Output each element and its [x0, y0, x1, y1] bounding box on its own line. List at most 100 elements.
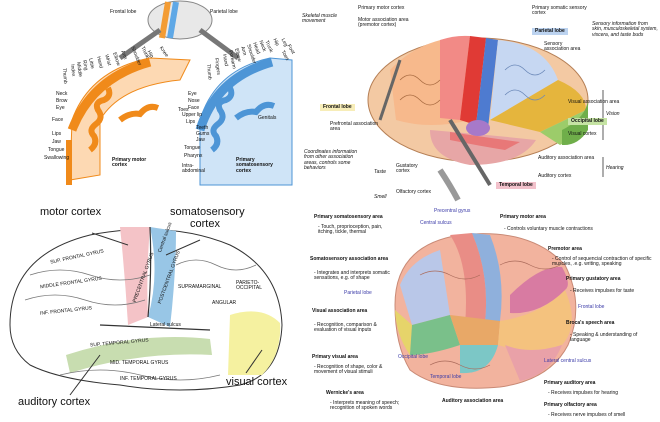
gyrus-parieto-occipital: PARIETO-OCCIPITAL	[236, 280, 263, 292]
psa-desc: - Touch, proprioception, pain, itching, …	[318, 224, 383, 236]
occipital-lobe-box: Occipital lobe	[568, 118, 607, 126]
pva-desc: - Recognition of shape, color & movement…	[314, 364, 383, 376]
olfactory-desc: - Receives nerve impulses of smell	[548, 412, 626, 418]
gustatory-label: Gustatory cortex	[396, 163, 418, 175]
pma-title: Primary motor area	[500, 214, 546, 220]
motor-part-brow: Brow	[56, 98, 68, 104]
coordinates-label: Coordinates information from other assoc…	[304, 149, 358, 171]
prefrontal-label: Prefrontal association area	[330, 121, 379, 133]
visual-assoc-label: Visual association area	[568, 99, 620, 105]
primary-motor-label: Primary motor cortex	[358, 5, 405, 11]
lateral-sulcus-label-f: Lateral central sulcus	[544, 358, 592, 364]
functional-drawing	[394, 233, 577, 389]
visual-cortex-label-gyri: visual cortex	[226, 376, 288, 388]
auditory-cortex-label: Auditory cortex	[538, 173, 572, 179]
frontal-lobe-label: Frontal lobe	[110, 9, 137, 15]
olfactory-label: Olfactory cortex	[396, 189, 432, 195]
pma-desc: - Controls voluntary muscle contractions	[504, 226, 593, 232]
gyrus-mid-temporal: MID. TEMPORAL GYRUS	[110, 360, 169, 366]
ssa-desc: - Integrates and interprets somatic sens…	[314, 270, 390, 282]
sensory-part-nose: Nose	[188, 98, 200, 104]
motor-part-face: Face	[52, 117, 64, 123]
sensory-part-lips: Lips	[186, 119, 196, 125]
gyri-panel: motor cortex somatosensory cortex visual…	[0, 205, 300, 422]
sensory-assoc-label: Sensory association area	[544, 41, 581, 53]
gyrus-inf-temporal: INF. TEMPORAL GYRUS	[120, 376, 177, 382]
motor-part-jaw: Jaw	[52, 139, 61, 145]
lateral-brain-drawing	[367, 35, 604, 202]
vision-label: Vision	[606, 111, 620, 117]
lateral-sulcus-label: Lateral sulcus	[150, 322, 181, 328]
paa-title: Primary auditory area	[544, 380, 596, 386]
homunculus-panel: Frontal lobe Parietal lobe Hip Trunk Sho…	[0, 0, 300, 200]
lateral-brain-panel: Primary motor cortex Motor association a…	[300, 0, 660, 205]
frontal-lobe-box: Frontal lobe	[320, 104, 355, 112]
sensory-part-fingers: Fingers	[213, 57, 222, 76]
auditory-cortex-label-gyri: auditory cortex	[18, 396, 91, 408]
occipital-label-f: Occipital lobe	[398, 354, 429, 360]
sensory-part-face: Face	[188, 105, 200, 111]
motor-part-thumb: Thumb	[61, 67, 69, 84]
primary-somatic-label: Primary somatic sensory cortex	[532, 5, 587, 17]
sensory-part-tongue: Tongue	[184, 145, 201, 151]
central-sulcus-label-f: Central sulcus	[420, 220, 452, 226]
sensory-part-intra-abdominal: Intra-abdominal	[182, 163, 206, 175]
auditory-assoc-label-f: Auditory association area	[442, 398, 504, 404]
parietal-label-f: Parietal lobe	[344, 290, 372, 296]
wernicke-desc: - Interprets meaning of speech; recognit…	[330, 400, 400, 412]
sensory-part-teeth: Teeth	[196, 125, 209, 131]
pva-title: Primary visual area	[312, 354, 358, 360]
sensory-part-gums: Gums	[196, 131, 210, 137]
parietal-lobe-label: Parietal lobe	[210, 9, 238, 15]
auditory-assoc-label: Auditory association area	[538, 155, 595, 161]
motor-cortex-label: motor cortex	[40, 206, 102, 218]
paa-desc: - Receives impulses for hearing	[548, 390, 619, 396]
psa-title: Primary somatosensory area	[314, 214, 383, 220]
sensory-part-jaw: Jaw	[196, 137, 205, 143]
gyrus-supramarginal: SUPRAMARGINAL	[178, 284, 222, 290]
sensory-part-pharynx: Pharynx	[184, 153, 203, 159]
premotor-title: Premotor area	[548, 246, 582, 252]
visual-cortex-label: Visual cortex	[568, 131, 597, 137]
functional-panel: Primary somatosensory area - Touch, prop…	[300, 205, 660, 422]
somatosensory-cortex-label: somatosensory cortex	[170, 206, 245, 230]
precentral-label: Precentral gyrus	[434, 208, 471, 214]
smell-label: Smell	[374, 194, 387, 200]
parietal-lobe-box: Parietal lobe	[532, 28, 568, 36]
vaa-desc: - Recognition, comparison & evaluation o…	[314, 322, 377, 334]
ssa-title: Somatosensory association area	[310, 256, 389, 262]
broca-title: Broca's speech area	[566, 320, 615, 326]
homunculus-drawing	[66, 0, 293, 186]
skeletal-label: Skeletal muscle movement	[302, 13, 338, 25]
gustatory-title: Primary gustatory area	[566, 276, 621, 282]
gyri-drawing	[9, 226, 283, 396]
motor-part-neck: Neck	[56, 91, 68, 97]
sensory-info-label: Sensory information from skin, musculosk…	[592, 21, 658, 38]
olfactory-title: Primary olfactory area	[544, 402, 597, 408]
temporal-label-f: Temporal lobe	[430, 374, 462, 380]
taste-label: Taste	[374, 169, 387, 175]
vaa-title: Visual association area	[312, 308, 368, 314]
broca-desc: - Speaking & understanding of language	[570, 332, 638, 344]
wernicke-title: Wernicke's area	[326, 390, 364, 396]
motor-part-eye: Eye	[56, 105, 65, 111]
gyrus-angular: ANGULAR	[212, 300, 237, 306]
premotor-desc: - Control of sequencial contraction of s…	[552, 256, 652, 268]
motor-part-index: Index	[69, 63, 77, 77]
sensory-part-upper-lip: Upper lip	[182, 112, 203, 118]
sensory-caption: Primary somatosensory cortex	[236, 157, 273, 174]
temporal-lobe-box: Temporal lobe	[496, 182, 536, 190]
sensory-part-eye: Eye	[188, 91, 197, 97]
hearing-label: Hearing	[606, 165, 624, 171]
gustatory-desc: - Receives impulses for taste	[570, 288, 635, 294]
motor-part-toes: Toes	[178, 107, 189, 113]
motor-part-tongue: Tongue	[48, 147, 65, 153]
sensory-part-genitals: Genitals	[258, 115, 277, 121]
motor-part-swallowing: Swallowing	[44, 155, 70, 161]
motor-part-lips: Lips	[52, 131, 62, 137]
sensory-part-thumb: Thumb	[205, 63, 213, 80]
motor-caption: Primary motor cortex	[112, 157, 147, 169]
motor-assoc-label: Motor association area (premotor cortex)	[358, 17, 409, 29]
frontal-label-f: Frontal lobe	[578, 304, 605, 310]
sensory-part-hand: Hand	[221, 53, 230, 67]
